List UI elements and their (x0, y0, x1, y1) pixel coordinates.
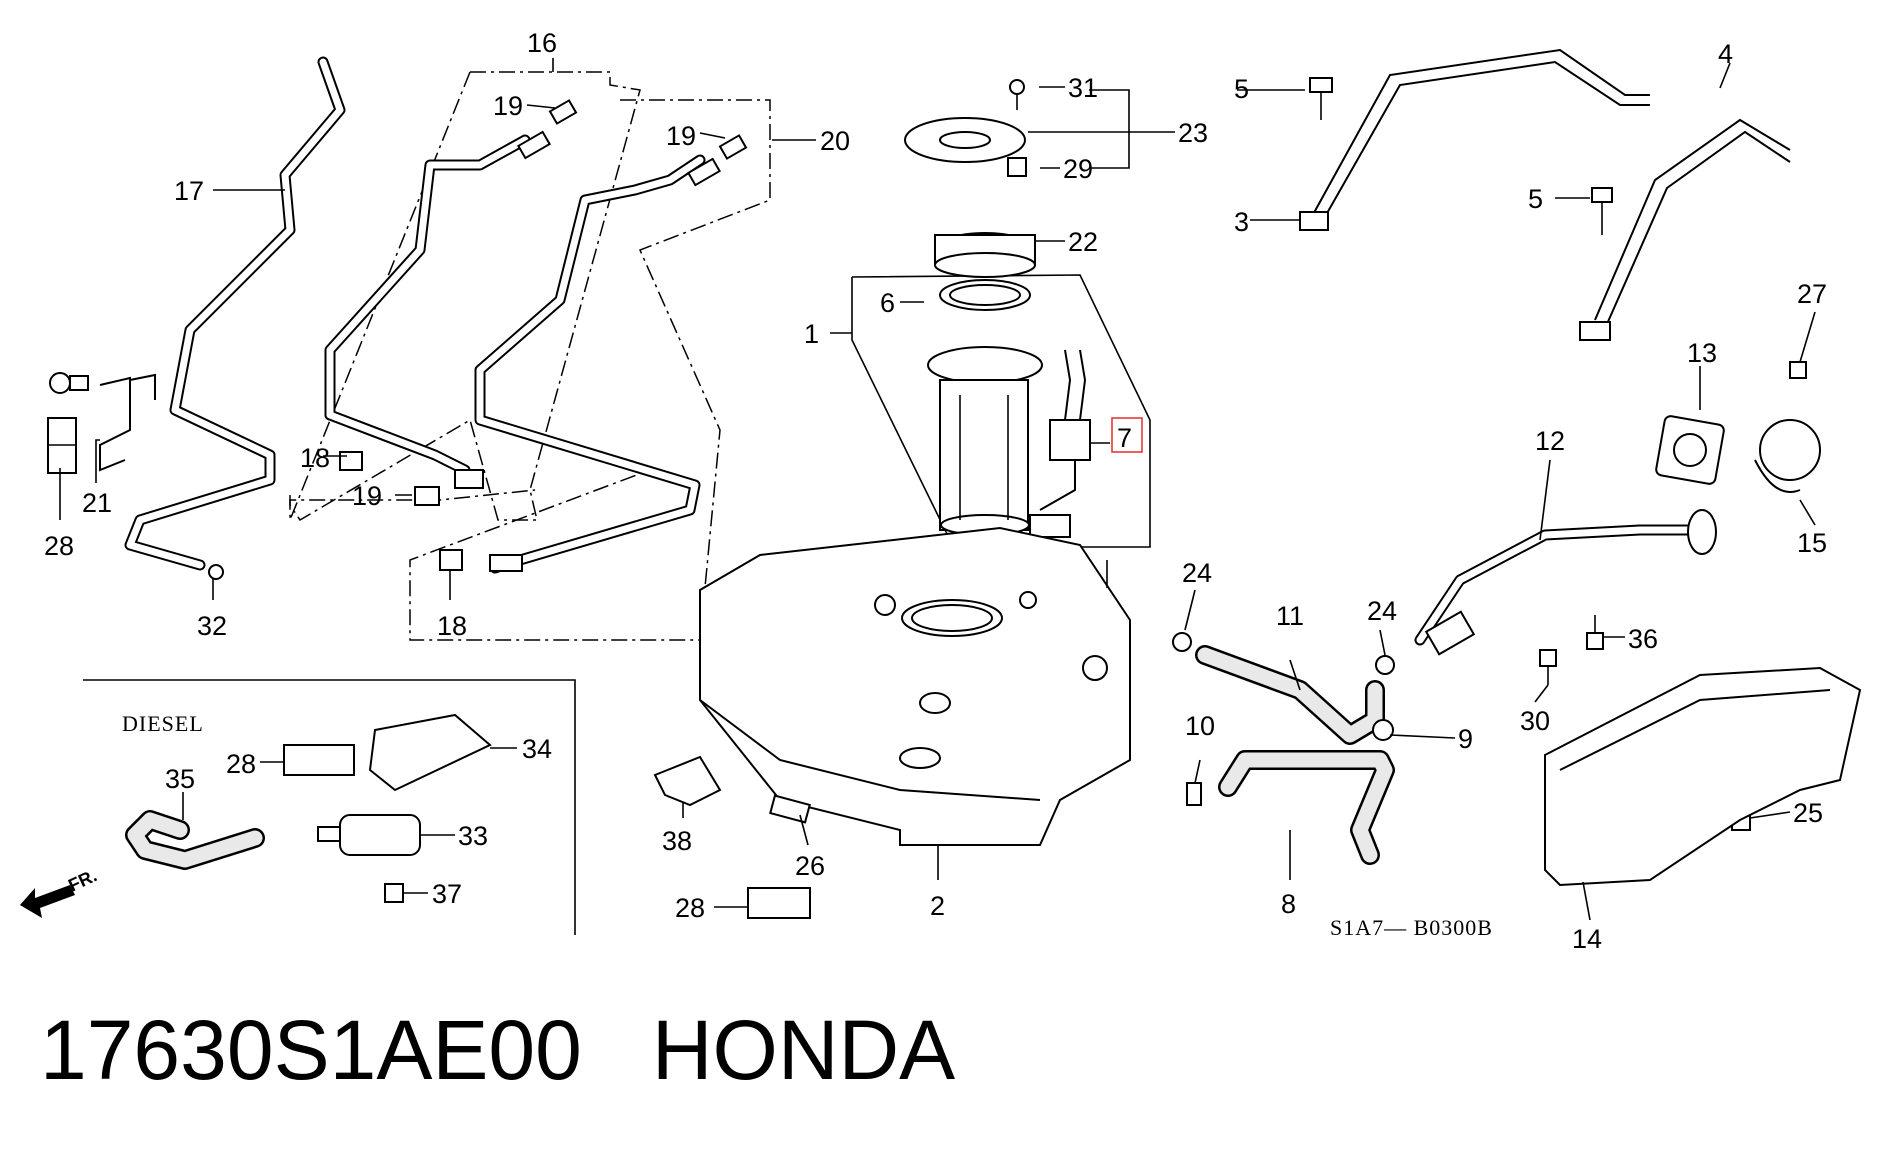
callout-26: 26 (795, 851, 825, 881)
callout-23: 23 (1178, 118, 1208, 148)
bracket-34 (368, 713, 492, 792)
hose-35 (125, 810, 265, 870)
callout-3: 3 (1234, 207, 1249, 237)
callout-5-top: 5 (1234, 74, 1249, 104)
connector-19-right (687, 134, 748, 187)
connector-18-19-lower (339, 451, 523, 572)
screw-31 (1009, 79, 1025, 110)
callout-20: 20 (820, 126, 850, 156)
callout-33: 33 (458, 821, 488, 851)
clamp-28-left (47, 417, 77, 474)
splash-shield-14 (1544, 666, 1862, 887)
callout-12: 12 (1535, 426, 1565, 456)
callout-4: 4 (1718, 39, 1733, 69)
caption-spacer (582, 1003, 652, 1097)
diesel-label: DIESEL (122, 711, 204, 736)
callout-36: 36 (1628, 624, 1658, 654)
part-number: 17630S1AE00 (40, 1003, 582, 1097)
bolt-37 (384, 883, 404, 903)
bolt-5-mid (1591, 187, 1613, 235)
callout-6: 6 (880, 288, 895, 318)
callout-2: 2 (930, 891, 945, 921)
fuel-cap-15 (1754, 419, 1821, 493)
callout-16: 16 (527, 28, 557, 58)
nut-29 (1007, 157, 1027, 177)
clamp-28-lower (747, 887, 811, 919)
bolt-30 (1539, 649, 1557, 685)
leader-lines (59, 58, 1816, 921)
fuel-tank-2 (699, 526, 1131, 846)
clamp-28-diesel (283, 744, 355, 776)
callout-35: 35 (165, 764, 195, 794)
callout-13: 13 (1687, 338, 1717, 368)
callout-labels: 16 17 19 19 20 18 19 18 21 28 32 31 23 2… (44, 28, 1827, 954)
hose-8 (1218, 750, 1395, 865)
connector-19-top (517, 99, 578, 160)
diesel-inset-frame (83, 679, 576, 935)
fuel-line-16 (324, 134, 531, 476)
filler-pipe-12 (1414, 509, 1717, 656)
bolt-36 (1586, 615, 1604, 650)
callout-24-right: 24 (1367, 596, 1397, 626)
diagram-code: S1A7— B0300B (1330, 915, 1493, 940)
filler-base-13 (1655, 415, 1725, 485)
callout-7: 7 (1117, 423, 1132, 453)
clamp-24-left (1172, 632, 1192, 652)
gasket-6 (939, 279, 1031, 311)
lock-ring-22 (934, 232, 1036, 278)
callout-32: 32 (197, 611, 227, 641)
callout-28-left: 28 (44, 531, 74, 561)
callout-24-left: 24 (1182, 558, 1212, 588)
clamp-9 (1372, 719, 1394, 741)
bracket-21 (49, 372, 156, 472)
tank-strap-4 (1579, 118, 1791, 341)
front-arrow-icon: FR. (20, 865, 100, 918)
fuel-pump-assembly (851, 274, 1151, 548)
callout-18-lower: 18 (437, 611, 467, 641)
callout-29: 29 (1063, 154, 1093, 184)
callout-9: 9 (1458, 724, 1473, 754)
callout-8: 8 (1281, 889, 1296, 919)
bolt-27 (1789, 361, 1807, 379)
clamp-24-right (1375, 655, 1395, 675)
highlight-box (1111, 417, 1143, 453)
callout-37: 37 (432, 879, 462, 909)
callout-10: 10 (1185, 711, 1215, 741)
callout-31: 31 (1068, 73, 1098, 103)
callout-19-lower: 19 (352, 481, 382, 511)
callout-19-top: 19 (493, 91, 523, 121)
callout-19-right: 19 (666, 121, 696, 151)
callout-14: 14 (1572, 924, 1602, 954)
fuel-line-20 (474, 154, 706, 574)
callout-22: 22 (1068, 227, 1098, 257)
callout-28-diesel: 28 (226, 749, 256, 779)
callout-25: 25 (1793, 798, 1823, 828)
fuel-line-group-outline (289, 71, 771, 641)
brand-name: HONDA (651, 1003, 956, 1097)
bolt-5-top (1309, 77, 1333, 120)
callout-18-left: 18 (300, 443, 330, 473)
hose-11 (1195, 645, 1385, 745)
callout-30: 30 (1520, 706, 1550, 736)
fuel-line-17 (124, 56, 346, 571)
bracket-38 (653, 755, 722, 807)
cover-23 (904, 117, 1026, 163)
callout-38: 38 (662, 826, 692, 856)
callout-17: 17 (174, 176, 204, 206)
callout-28-lower: 28 (675, 893, 705, 923)
clip-32 (208, 564, 224, 580)
callout-5-mid: 5 (1528, 184, 1543, 214)
callout-15: 15 (1797, 528, 1827, 558)
callout-1: 1 (804, 319, 819, 349)
filter-33 (317, 814, 421, 856)
part-caption: 17630S1AE00 HONDA (40, 1008, 955, 1092)
callout-11: 11 (1276, 601, 1304, 631)
callout-21: 21 (82, 488, 112, 518)
callout-34: 34 (522, 734, 552, 764)
tank-strap-3 (1299, 48, 1650, 231)
callout-27: 27 (1797, 279, 1827, 309)
clamp-10 (1186, 782, 1202, 806)
